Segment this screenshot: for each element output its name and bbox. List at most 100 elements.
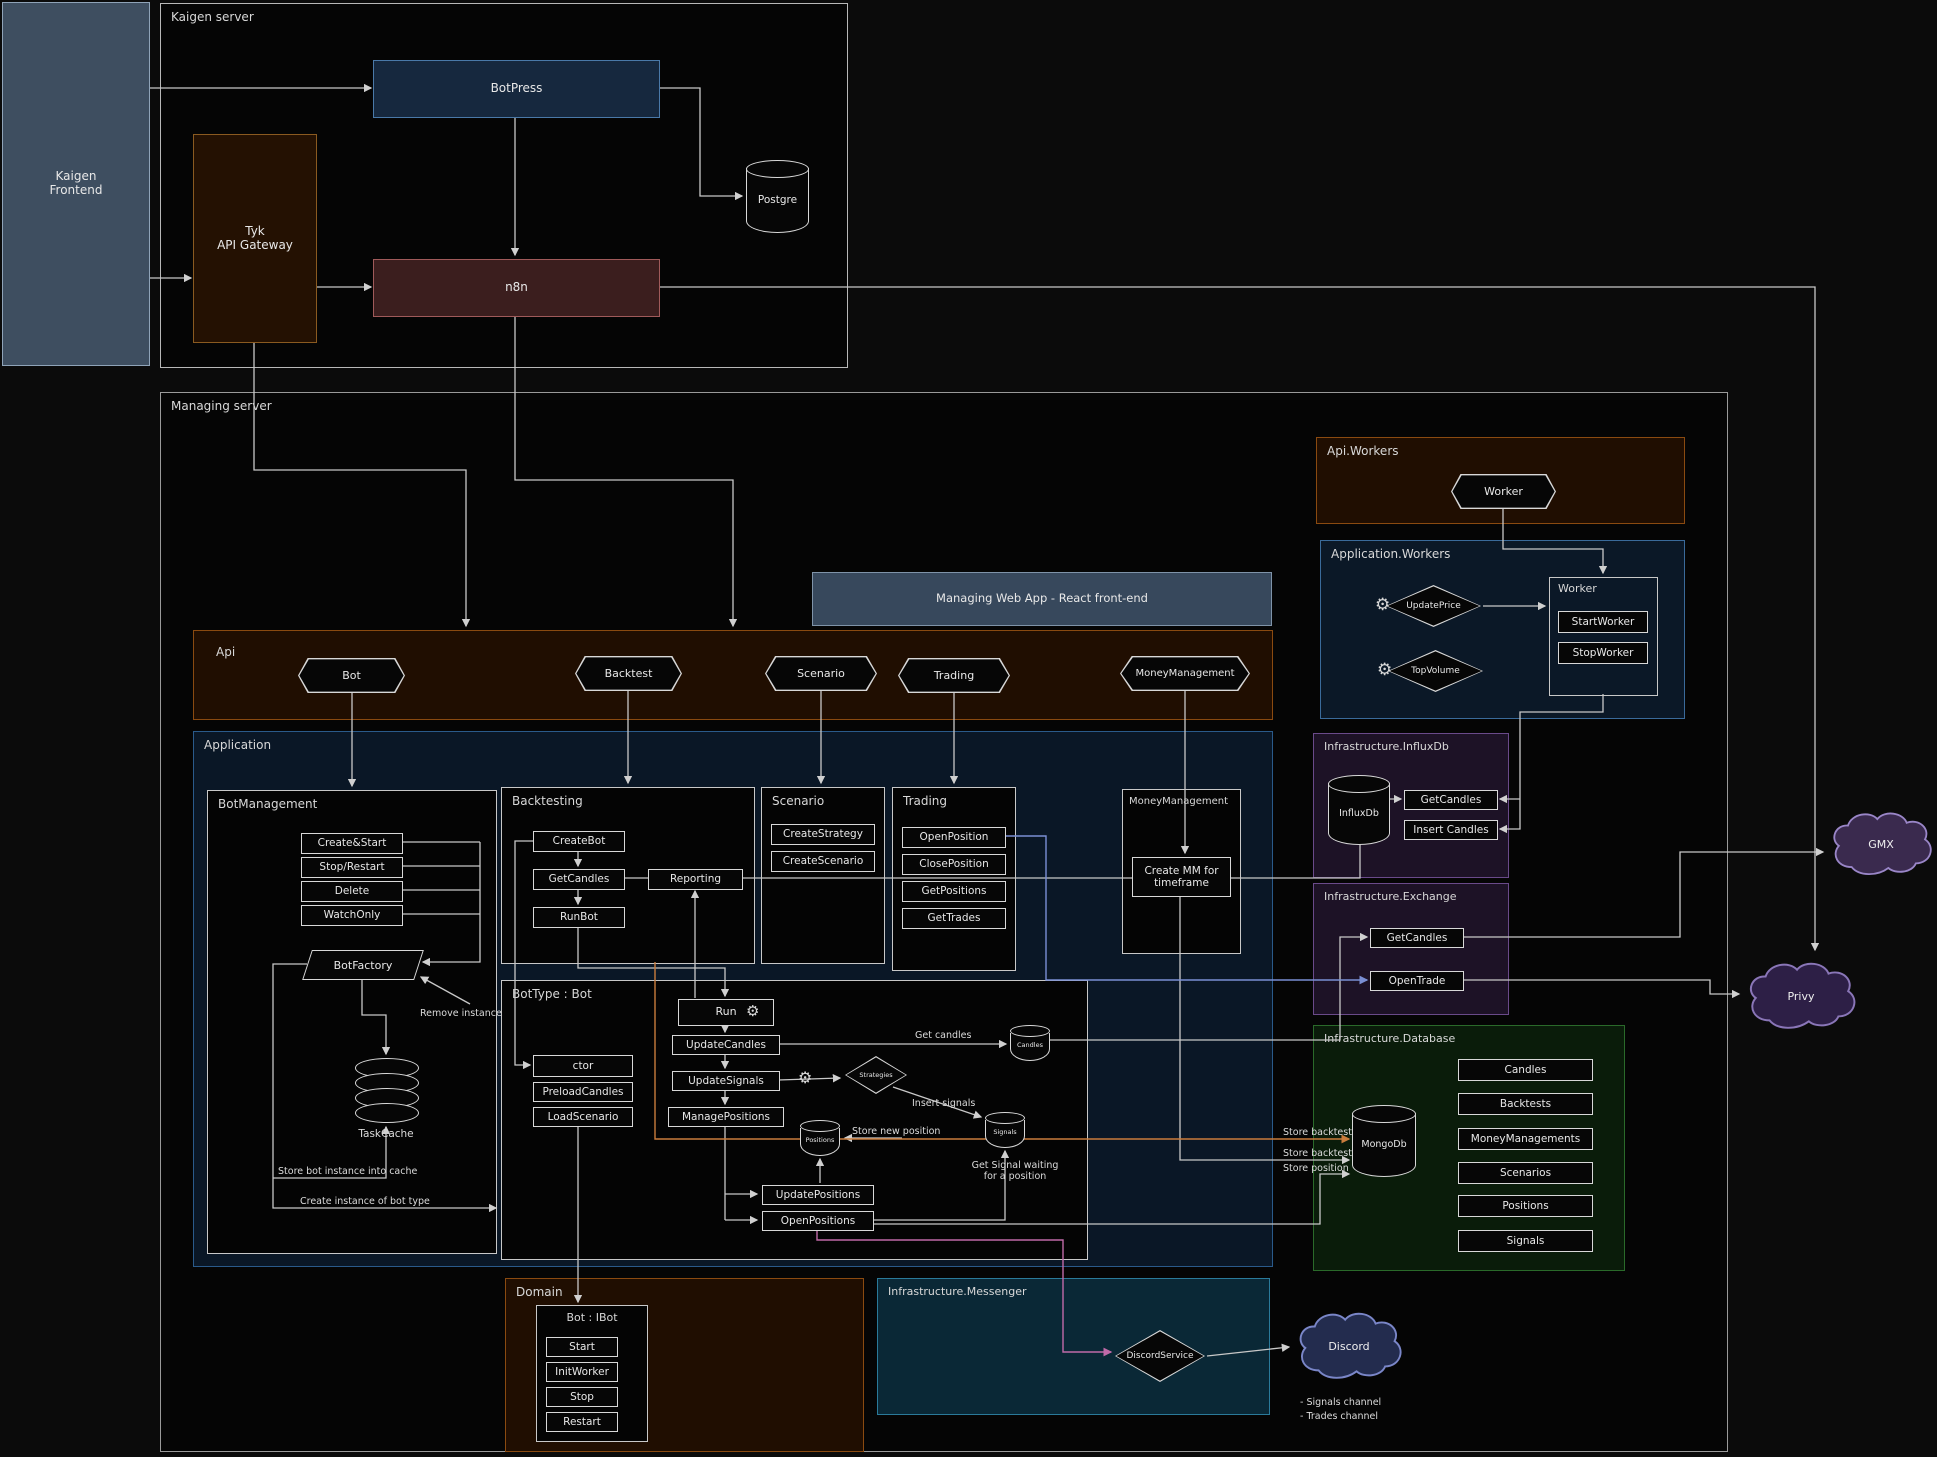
cylinder-body: [746, 168, 809, 233]
btn-collection-positions[interactable]: Positions: [1458, 1195, 1593, 1217]
label-create-instance: Create instance of bot type: [300, 1196, 430, 1207]
cylinder-positions[interactable]: Positions: [800, 1120, 840, 1156]
cylinder-mongodb[interactable]: MongoDb: [1352, 1105, 1416, 1177]
hex-api-money-management[interactable]: MoneyManagement: [1120, 656, 1250, 691]
label-store-backtest-2: Store backtest: [1283, 1148, 1352, 1159]
btn-start-worker[interactable]: StartWorker: [1558, 611, 1648, 633]
btn-watch-only[interactable]: WatchOnly: [301, 905, 403, 926]
cloud-discord[interactable]: Discord: [1292, 1308, 1406, 1384]
btn-create-strategy[interactable]: CreateStrategy: [771, 824, 875, 845]
btn-close-position[interactable]: ClosePosition: [902, 854, 1006, 875]
node-kaigen-frontend[interactable]: Kaigen Frontend: [2, 2, 150, 366]
btn-exchange-get-candles[interactable]: GetCandles: [1370, 928, 1464, 948]
cloud-shape: [1749, 962, 1856, 1029]
label-trades-channel: - Trades channel: [1300, 1411, 1379, 1422]
cylinder-influxdb[interactable]: InfluxDb: [1328, 775, 1390, 845]
label-get-signal-waiting: Get Signal waiting for a position: [971, 1160, 1059, 1182]
btn-create-mm[interactable]: Create MM for timeframe: [1132, 857, 1231, 897]
panel-application-title: Application: [204, 738, 272, 752]
cloud-discord-label: Discord: [1328, 1339, 1370, 1353]
diamond-update-price[interactable]: UpdatePrice: [1386, 585, 1481, 627]
node-n8n[interactable]: n8n: [373, 259, 660, 317]
panel-api-title: Api: [216, 645, 236, 659]
diamond-strategies[interactable]: Strategies: [845, 1056, 907, 1094]
btn-collection-signals[interactable]: Signals: [1458, 1230, 1593, 1252]
btn-run-bot[interactable]: RunBot: [533, 907, 625, 928]
btn-open-position[interactable]: OpenPosition: [902, 827, 1006, 848]
panel-managing-server-title: Managing server: [171, 399, 272, 413]
cloud-privy[interactable]: Privy: [1742, 958, 1860, 1034]
node-managing-web-app[interactable]: Managing Web App - React front-end: [812, 572, 1272, 626]
btn-create-start[interactable]: Create&Start: [301, 833, 403, 854]
node-tyk-api-gateway[interactable]: Tyk API Gateway: [193, 134, 317, 343]
panel-scenario-title: Scenario: [772, 794, 825, 808]
diamond-top-volume[interactable]: TopVolume: [1388, 650, 1483, 692]
cylinder-postgre[interactable]: Postgre: [746, 160, 809, 233]
btn-start[interactable]: Start: [546, 1337, 618, 1357]
label-signals-channel: - Signals channel: [1300, 1397, 1382, 1408]
panel-bot-type-title: BotType : Bot: [512, 987, 592, 1001]
btn-collection-moneymanagements[interactable]: MoneyManagements: [1458, 1128, 1593, 1150]
shape-bot-factory-label: BotFactory: [333, 958, 393, 972]
panel-trading-title: Trading: [903, 794, 948, 808]
diamond-discord-service-label: DiscordService: [1126, 1351, 1194, 1361]
btn-get-positions[interactable]: GetPositions: [902, 881, 1006, 902]
cylinder-task-cache[interactable]: [355, 1058, 419, 1123]
diamond-top-volume-label: TopVolume: [1411, 666, 1460, 676]
btn-manage-positions[interactable]: ManagePositions: [668, 1107, 784, 1127]
label-store-backtest-1: Store backtest: [1283, 1127, 1352, 1138]
btn-stop-restart[interactable]: Stop/Restart: [301, 857, 403, 878]
panel-kaigen-server-title: Kaigen server: [171, 10, 254, 24]
btn-create-bot[interactable]: CreateBot: [533, 831, 625, 852]
label-insert-signals: Insert signals: [912, 1098, 976, 1109]
btn-collection-backtests[interactable]: Backtests: [1458, 1093, 1593, 1115]
btn-get-candles-backtesting[interactable]: GetCandles: [533, 869, 625, 890]
btn-influx-get-candles[interactable]: GetCandles: [1404, 790, 1498, 810]
cylinder-candles[interactable]: Candles: [1010, 1025, 1050, 1061]
btn-exchange-open-trade[interactable]: OpenTrade: [1370, 971, 1464, 991]
cylinder-signals[interactable]: Signals: [985, 1112, 1025, 1148]
cylinder-influxdb-label: InfluxDb: [1339, 807, 1379, 819]
gear-icon: ⚙: [1375, 595, 1391, 615]
btn-update-signals[interactable]: UpdateSignals: [672, 1071, 780, 1091]
btn-stop-worker[interactable]: StopWorker: [1558, 642, 1648, 664]
btn-influx-insert-candles[interactable]: Insert Candles: [1404, 820, 1498, 840]
panel-domain-title: Domain: [516, 1285, 563, 1299]
shape-bot-factory[interactable]: BotFactory: [302, 950, 424, 980]
label-task-cache: TaskCache: [358, 1128, 414, 1140]
cloud-gmx[interactable]: GMX: [1826, 808, 1936, 880]
hex-api-scenario-label: Scenario: [797, 667, 845, 680]
btn-run[interactable]: Run: [678, 999, 774, 1026]
hex-worker[interactable]: Worker: [1451, 474, 1556, 509]
btn-restart[interactable]: Restart: [546, 1412, 618, 1432]
label-store-instance: Store bot instance into cache: [278, 1166, 418, 1177]
hex-api-scenario[interactable]: Scenario: [765, 656, 877, 691]
btn-create-scenario[interactable]: CreateScenario: [771, 851, 875, 872]
btn-reporting[interactable]: Reporting: [648, 869, 743, 890]
hex-api-trading[interactable]: Trading: [898, 658, 1010, 693]
btn-get-trades[interactable]: GetTrades: [902, 908, 1006, 929]
btn-preload-candles[interactable]: PreloadCandles: [533, 1082, 633, 1102]
diamond-discord-service[interactable]: DiscordService: [1115, 1330, 1205, 1382]
hex-api-bot[interactable]: Bot: [298, 658, 405, 693]
btn-load-scenario[interactable]: LoadScenario: [533, 1107, 633, 1127]
btn-open-positions[interactable]: OpenPositions: [762, 1211, 874, 1231]
btn-update-candles[interactable]: UpdateCandles: [672, 1035, 780, 1055]
cylinder-top: [746, 160, 809, 178]
btn-stop[interactable]: Stop: [546, 1387, 618, 1407]
btn-collection-candles[interactable]: Candles: [1458, 1059, 1593, 1081]
btn-update-positions[interactable]: UpdatePositions: [762, 1185, 874, 1205]
panel-application-workers-title: Application.Workers: [1331, 547, 1451, 561]
cylinder-postgre-label: Postgre: [757, 193, 798, 206]
cylinder-top: [1352, 1105, 1416, 1123]
hex-api-bot-label: Bot: [342, 669, 361, 682]
btn-ctor[interactable]: ctor: [533, 1055, 633, 1077]
btn-collection-scenarios[interactable]: Scenarios: [1458, 1162, 1593, 1184]
gear-icon: ⚙: [798, 1068, 813, 1087]
label-store-new-position: Store new position: [852, 1126, 941, 1137]
cylinder-mongodb-label: MongoDb: [1361, 1138, 1407, 1150]
hex-api-backtest[interactable]: Backtest: [575, 656, 682, 691]
btn-delete[interactable]: Delete: [301, 881, 403, 902]
btn-init-worker[interactable]: InitWorker: [546, 1362, 618, 1382]
node-botpress[interactable]: BotPress: [373, 60, 660, 118]
